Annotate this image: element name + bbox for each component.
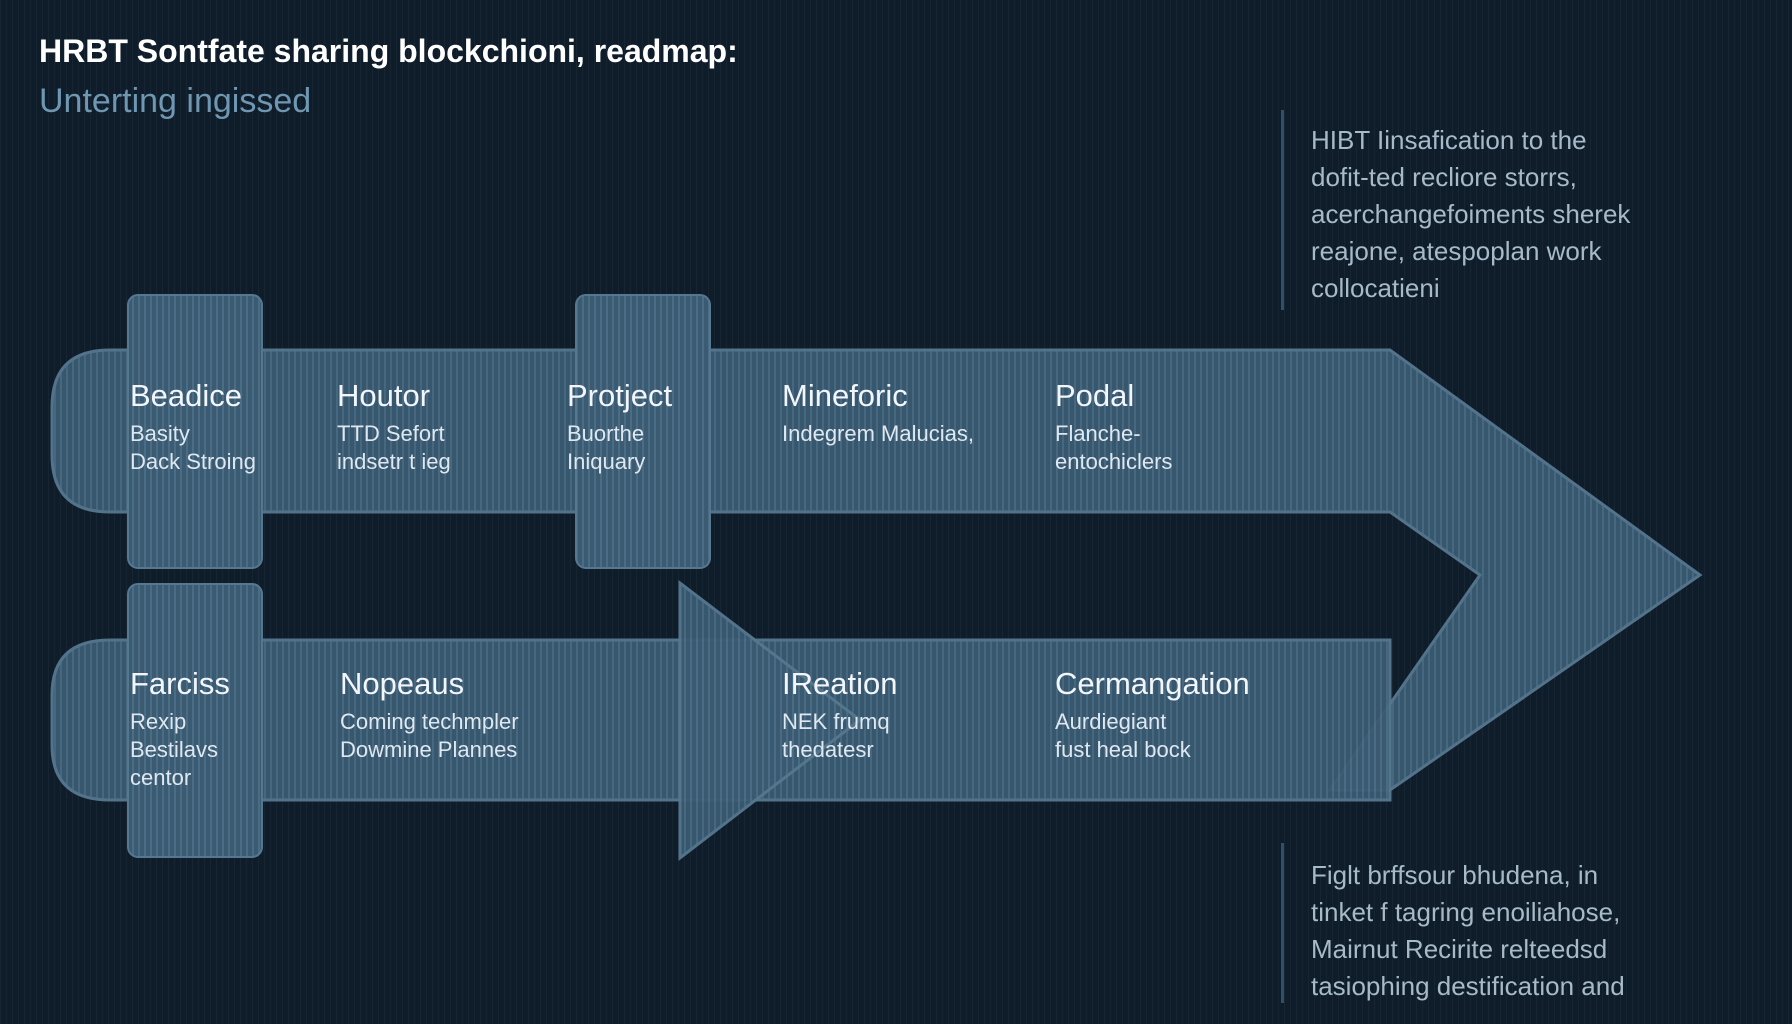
stage-top-5-name: Podal	[1055, 378, 1135, 413]
stage-bottom-3-desc: NEK frumq thedatesr	[782, 708, 897, 764]
stage-bottom-1: Farciss Rexip Bestilavs centor	[130, 666, 230, 792]
note-bottom-line-3: Mairnut Recirite relteedsd	[1311, 934, 1608, 964]
tab-top-2	[575, 294, 711, 569]
note-top-line-1: HIBT Iinsafication to the	[1311, 125, 1587, 155]
stage-top-2-desc-line-2: indsetr t ieg	[337, 449, 451, 474]
stage-bottom-1-desc-line-3: centor	[130, 765, 192, 790]
stage-bottom-3-desc-line-1: NEK frumq	[782, 709, 890, 734]
stage-top-3-name: Protject	[567, 378, 673, 413]
stage-top-3-desc-line-2: Iniquary	[567, 449, 646, 474]
stage-bottom-4: Cermangation Aurdiegiant fust heal bock	[1055, 666, 1250, 764]
note-bottom: Figlt brffsour bhudena, in tinket f tagr…	[1311, 857, 1625, 1005]
stage-top-2-desc-line-1: TTD Sefort	[337, 421, 445, 446]
stage-top-3-desc: Buorthe Iniquary	[567, 420, 672, 476]
center-chevron	[678, 579, 863, 862]
note-bottom-line-2: tinket f tagring enoiliahose,	[1311, 897, 1621, 927]
stage-bottom-3: IReation NEK frumq thedatesr	[782, 666, 897, 764]
stage-top-1-desc-line-2: Dack Stroing	[130, 449, 256, 474]
stage-bottom-1-desc: Rexip Bestilavs centor	[130, 708, 230, 792]
stage-top-5-desc: Flanche- entochiclers	[1055, 420, 1172, 476]
note-top-line-5: collocatieni	[1311, 273, 1440, 303]
note-top-line-3: acerchangefoiments sherek	[1311, 199, 1631, 229]
stage-top-2-name: Houtor	[337, 378, 431, 413]
stage-top-2: Houtor TTD Sefort indsetr t ieg	[337, 378, 451, 476]
stage-top-5: Podal Flanche- entochiclers	[1055, 378, 1172, 476]
stage-top-4-desc: Indegrem Malucias,	[782, 420, 974, 448]
stage-bottom-1-name: Farciss	[130, 666, 230, 701]
stage-top-4-name: Mineforic	[782, 378, 908, 413]
note-bottom-rule	[1281, 843, 1284, 1003]
stage-bottom-2-name: Nopeaus	[340, 666, 465, 701]
stage-bottom-1-desc-line-1: Rexip	[130, 709, 187, 734]
stage-top-3-desc-line-1: Buorthe	[567, 421, 645, 446]
note-top-rule	[1281, 110, 1284, 310]
stage-bottom-4-name: Cermangation	[1055, 666, 1250, 701]
stage-bottom-3-desc-line-2: thedatesr	[782, 737, 874, 762]
note-bottom-line-1: Figlt brffsour bhudena, in	[1311, 860, 1599, 890]
stage-top-5-desc-line-2: entochiclers	[1055, 449, 1173, 474]
tab-top-1	[127, 294, 263, 569]
stage-bottom-2-desc-line-2: Dowmine Plannes	[340, 737, 518, 762]
stage-top-2-desc: TTD Sefort indsetr t ieg	[337, 420, 451, 476]
stage-bottom-1-desc-line-2: Bestilavs	[130, 737, 219, 762]
stage-bottom-3-name: IReation	[782, 666, 898, 701]
page-title: HRBT Sontfate sharing blockchioni, readm…	[39, 33, 738, 69]
stage-bottom-2: Nopeaus Coming techmpler Dowmine Plannes	[340, 666, 519, 764]
stage-top-1: Beadice Basity Dack Stroing	[130, 378, 256, 476]
stage-bottom-4-desc-line-2: fust heal bock	[1055, 737, 1191, 762]
stage-top-1-name: Beadice	[130, 378, 243, 413]
note-top: HIBT Iinsafication to the dofit-ted recl…	[1311, 122, 1630, 307]
top-arrow-band	[50, 348, 1703, 792]
stage-top-5-desc-line-1: Flanche-	[1055, 421, 1141, 446]
stage-bottom-2-desc: Coming techmpler Dowmine Plannes	[340, 708, 519, 764]
stage-top-1-desc-line-1: Basity	[130, 421, 190, 446]
note-top-line-2: dofit-ted recliore storrs,	[1311, 162, 1577, 192]
stage-top-3: Protject Buorthe Iniquary	[567, 378, 672, 476]
note-top-line-4: reajone, atespoplan work	[1311, 236, 1602, 266]
page-subtitle: Unterting ingissed	[39, 82, 312, 120]
note-bottom-line-4: tasiophing destification and	[1311, 971, 1625, 1001]
stage-bottom-4-desc: Aurdiegiant fust heal bock	[1055, 708, 1250, 764]
stage-top-1-desc: Basity Dack Stroing	[130, 420, 256, 476]
tab-bottom-1	[127, 583, 263, 858]
stage-top-4-desc-line-1: Indegrem Malucias,	[782, 421, 974, 446]
stage-bottom-2-desc-line-1: Coming techmpler	[340, 709, 519, 734]
stage-top-4: Mineforic Indegrem Malucias,	[782, 378, 974, 448]
stage-bottom-4-desc-line-1: Aurdiegiant	[1055, 709, 1167, 734]
